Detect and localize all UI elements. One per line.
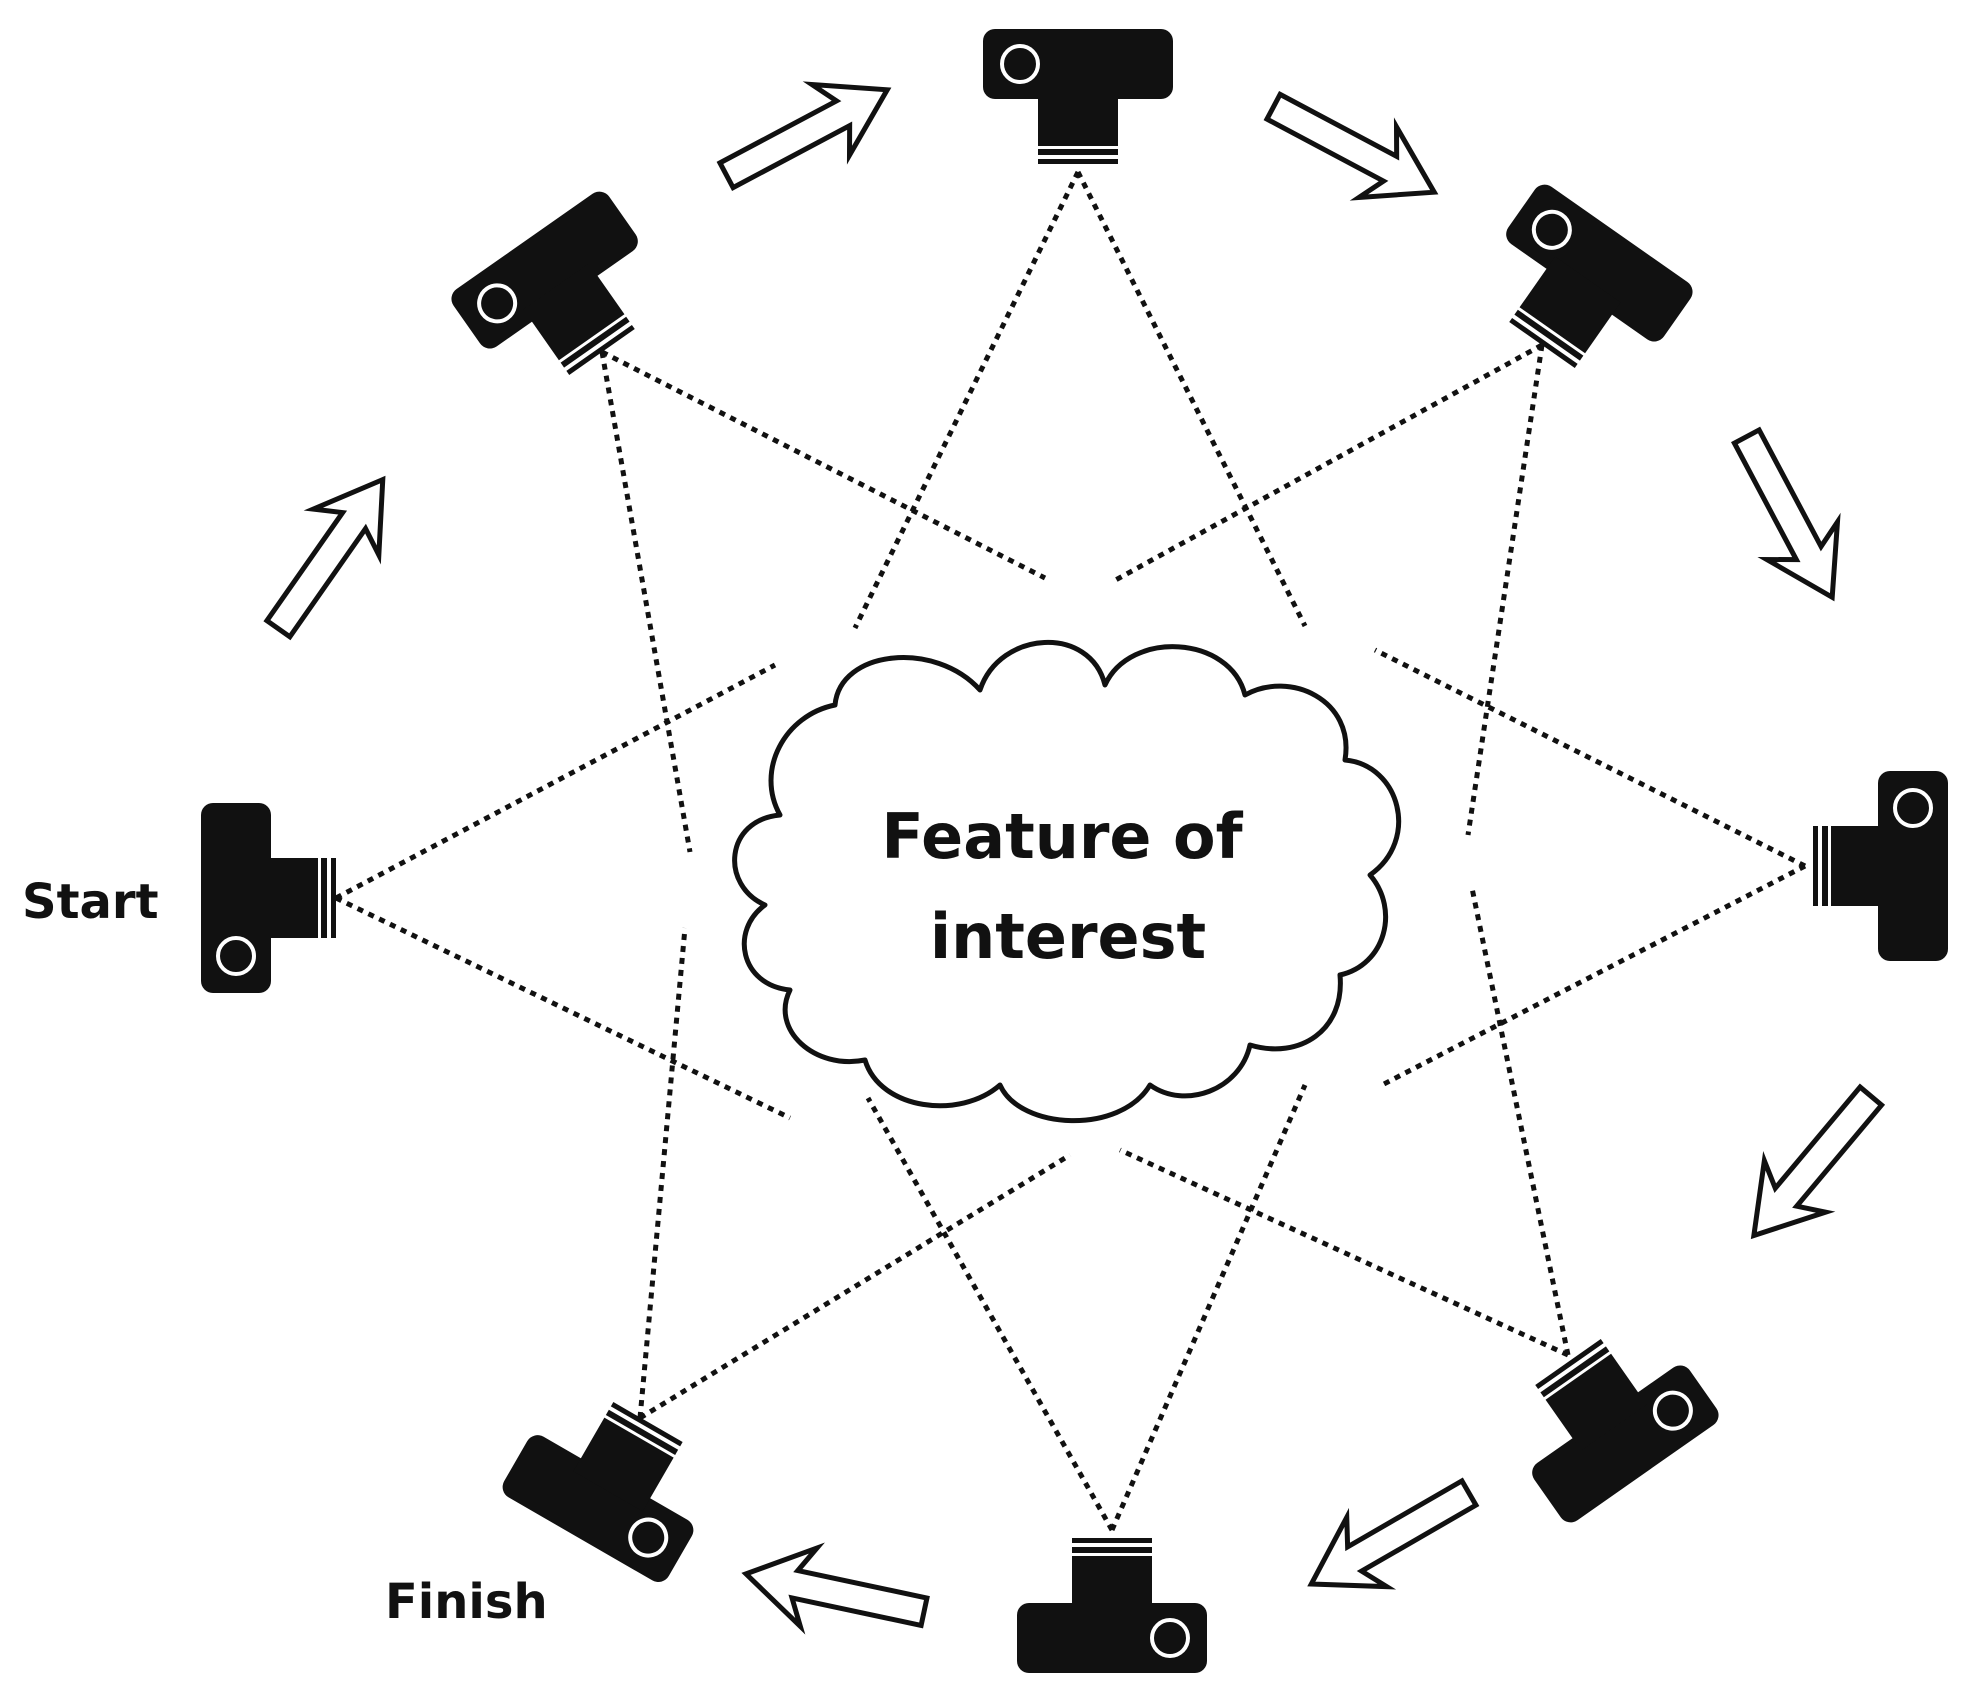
sight-line	[1118, 1147, 1570, 1358]
hollow-arrow-icon	[1291, 1458, 1489, 1618]
camera-icon	[1488, 1305, 1726, 1530]
sight-line	[1109, 1084, 1308, 1531]
sight-line	[1373, 647, 1807, 869]
sight-line	[865, 1096, 1115, 1532]
hollow-arrow-icon	[1255, 71, 1453, 227]
hollow-arrow-icon	[1723, 1070, 1901, 1261]
sight-line	[334, 662, 777, 901]
camera-icon	[981, 27, 1175, 166]
sight-line	[1110, 342, 1544, 585]
start-label: Start	[22, 874, 159, 930]
camera-icon	[444, 184, 682, 409]
camera-icon	[1015, 1536, 1209, 1675]
feature-title-line1: Feature of	[881, 800, 1243, 873]
hollow-arrow-icon	[738, 1535, 933, 1651]
sight-line	[1075, 170, 1308, 628]
sight-line	[334, 895, 792, 1121]
sight-line	[637, 927, 688, 1419]
sight-line	[600, 349, 1047, 581]
sight-line	[1465, 344, 1545, 836]
sight-lines	[334, 170, 1807, 1532]
camera-icon	[199, 801, 338, 995]
sight-line	[599, 351, 693, 853]
cloud-icon	[732, 639, 1401, 1124]
camera-icon	[496, 1372, 733, 1589]
feature-title-line2: interest	[930, 900, 1206, 973]
hollow-arrow-icon	[708, 54, 906, 210]
sight-line	[852, 170, 1081, 630]
hollow-arrow-icon	[246, 457, 416, 652]
sight-line	[638, 1152, 1072, 1421]
camera-icon	[1811, 769, 1950, 963]
hollow-arrow-icon	[1711, 418, 1867, 616]
finish-label: Finish	[385, 1574, 548, 1630]
sight-line	[1380, 863, 1807, 1088]
camera-icon	[1462, 177, 1700, 402]
sight-line	[1469, 887, 1571, 1356]
